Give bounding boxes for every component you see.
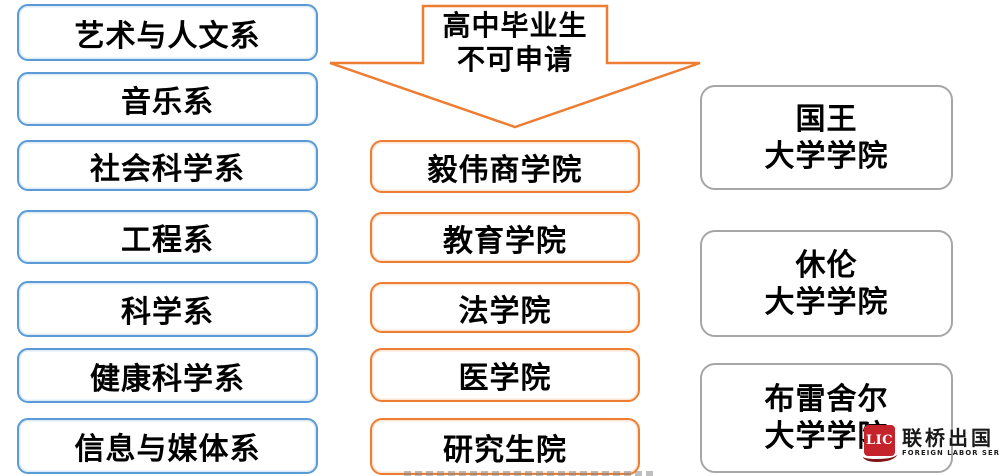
- faculty-label: 教育学院: [443, 223, 567, 259]
- faculty-law: 法学院: [370, 282, 640, 333]
- logo-tagline: FOREIGN LABOR SERVICE: [902, 449, 1000, 457]
- dept-music: 音乐系: [17, 72, 318, 126]
- college-label-line1: 国王: [795, 101, 858, 137]
- faculty-ivey-business: 毅伟商学院: [370, 140, 640, 193]
- faculty-label: 毅伟商学院: [427, 152, 583, 188]
- faculty-label: 法学院: [458, 293, 552, 329]
- dept-label: 工程系: [121, 223, 214, 258]
- logo-name: 联桥出国: [902, 426, 994, 450]
- logo-text: 联桥出国 FOREIGN LABOR SERVICE: [902, 425, 1000, 458]
- dept-information-media: 信息与媒体系: [17, 418, 318, 474]
- dept-arts-humanities: 艺术与人文系: [17, 4, 318, 61]
- dept-health-science: 健康科学系: [17, 348, 318, 403]
- down-arrow-shape: [329, 4, 701, 129]
- dept-label: 健康科学系: [90, 361, 245, 397]
- college-huron: 休伦 大学学院: [700, 230, 953, 337]
- college-kings: 国王 大学学院: [700, 85, 953, 190]
- dept-label: 科学系: [121, 295, 214, 330]
- faculty-label: 医学院: [458, 361, 552, 396]
- faculty-education: 教育学院: [370, 212, 640, 263]
- college-label-line2: 大学学院: [764, 284, 889, 320]
- dept-label: 艺术与人文系: [74, 18, 261, 54]
- faculty-graduate-school: 研究生院: [370, 418, 640, 475]
- college-label-line2: 大学学院: [764, 138, 889, 174]
- dept-label: 音乐系: [121, 85, 214, 120]
- dept-engineering: 工程系: [17, 210, 318, 264]
- arrow-note: 高中毕业生 不可申请: [400, 9, 630, 77]
- brand-logo: LIC 联桥出国 FOREIGN LABOR SERVICE: [863, 425, 1000, 462]
- lic-badge-icon: LIC: [863, 425, 897, 462]
- arrow-note-line2: 不可申请: [456, 43, 573, 76]
- arrow-note-line1: 高中毕业生: [442, 9, 588, 42]
- dept-label: 信息与媒体系: [74, 432, 261, 467]
- lic-badge-text: LIC: [865, 433, 894, 448]
- dept-label: 社会科学系: [90, 151, 245, 187]
- cutoff-text-remnant: [404, 471, 656, 476]
- faculty-label: 研究生院: [443, 432, 567, 468]
- college-label-line1: 布雷舍尔: [764, 382, 889, 417]
- faculty-medicine: 医学院: [370, 348, 640, 402]
- dept-social-science: 社会科学系: [17, 140, 318, 191]
- dept-science: 科学系: [17, 281, 318, 337]
- college-label-line1: 休伦: [795, 247, 858, 283]
